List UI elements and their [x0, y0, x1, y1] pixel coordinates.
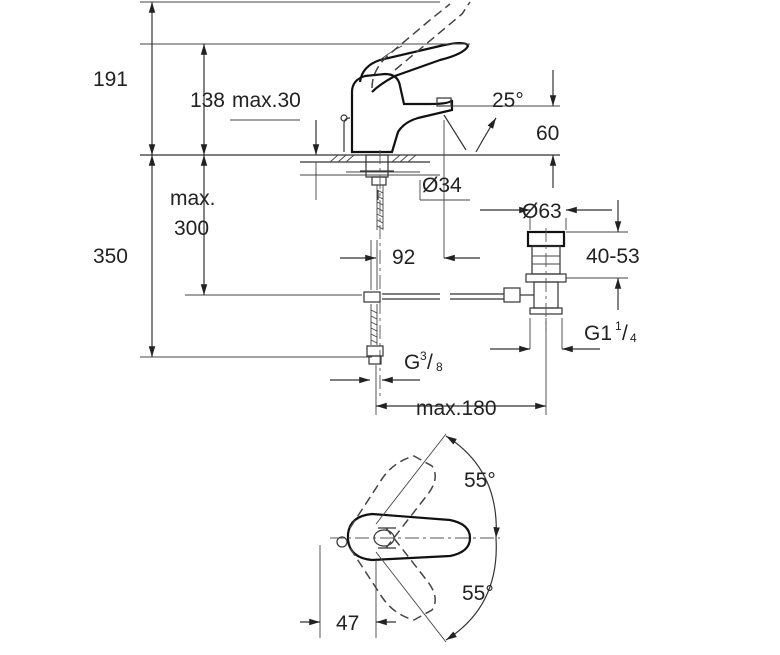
angle-55-bottom-label: 55°	[462, 582, 494, 605]
dim-g1-quarter-label: G1 1 / 4	[584, 319, 637, 345]
angle-arc-top	[445, 435, 500, 539]
dim-25-angle-label: 25°	[492, 89, 524, 112]
lever-rotated-down	[349, 527, 436, 621]
svg-text:3: 3	[420, 349, 427, 363]
deck-hatch	[329, 154, 417, 163]
supply-hose	[363, 240, 384, 365]
dim-47-label: 47	[336, 612, 359, 635]
svg-text:4: 4	[630, 331, 637, 345]
mounting-shank	[360, 150, 394, 400]
extension-lines	[140, 1, 628, 415]
dim-d34-label: Ø34	[422, 174, 462, 197]
lever-raised-outline-2	[394, 1, 471, 71]
dim-d63-label: Ø63	[522, 200, 562, 223]
dim-138-label: 138	[190, 89, 225, 112]
waste-valve	[503, 228, 567, 330]
angle-55-top-label: 55°	[464, 469, 496, 492]
dim-191-label: 191	[93, 68, 128, 91]
dim-g3-8-label: G 3 / 8	[404, 349, 443, 374]
dim-max30-label: max.30	[232, 89, 301, 112]
faucet-body	[340, 41, 470, 154]
dim-max180-label: max.180	[416, 397, 497, 420]
lever-rotated-up	[349, 455, 436, 549]
side-elevation-view: 191 138 max.30 25° 60 Ø34 max. 300 350 9…	[93, 1, 640, 420]
dim-92-label: 92	[392, 246, 415, 269]
dim-40-53-label: 40-53	[586, 245, 640, 268]
lever-raised-outline	[371, 3, 451, 89]
svg-text:1: 1	[615, 319, 622, 333]
svg-text:G1: G1	[584, 322, 612, 345]
plan-view: 55° 55° 47	[300, 433, 500, 643]
dimension-lines	[148, 1, 622, 410]
svg-text:/: /	[427, 351, 433, 374]
lever-plan-outline	[346, 512, 472, 562]
dim-300-label: 300	[174, 217, 209, 240]
angle-arc-bottom	[445, 537, 497, 641]
dim-max-label: max.	[170, 187, 216, 210]
svg-text:8: 8	[436, 360, 443, 374]
svg-text:/: /	[622, 322, 628, 345]
svg-text:G: G	[404, 351, 420, 374]
dim-350-label: 350	[93, 245, 128, 268]
dim-60-label: 60	[536, 122, 559, 145]
